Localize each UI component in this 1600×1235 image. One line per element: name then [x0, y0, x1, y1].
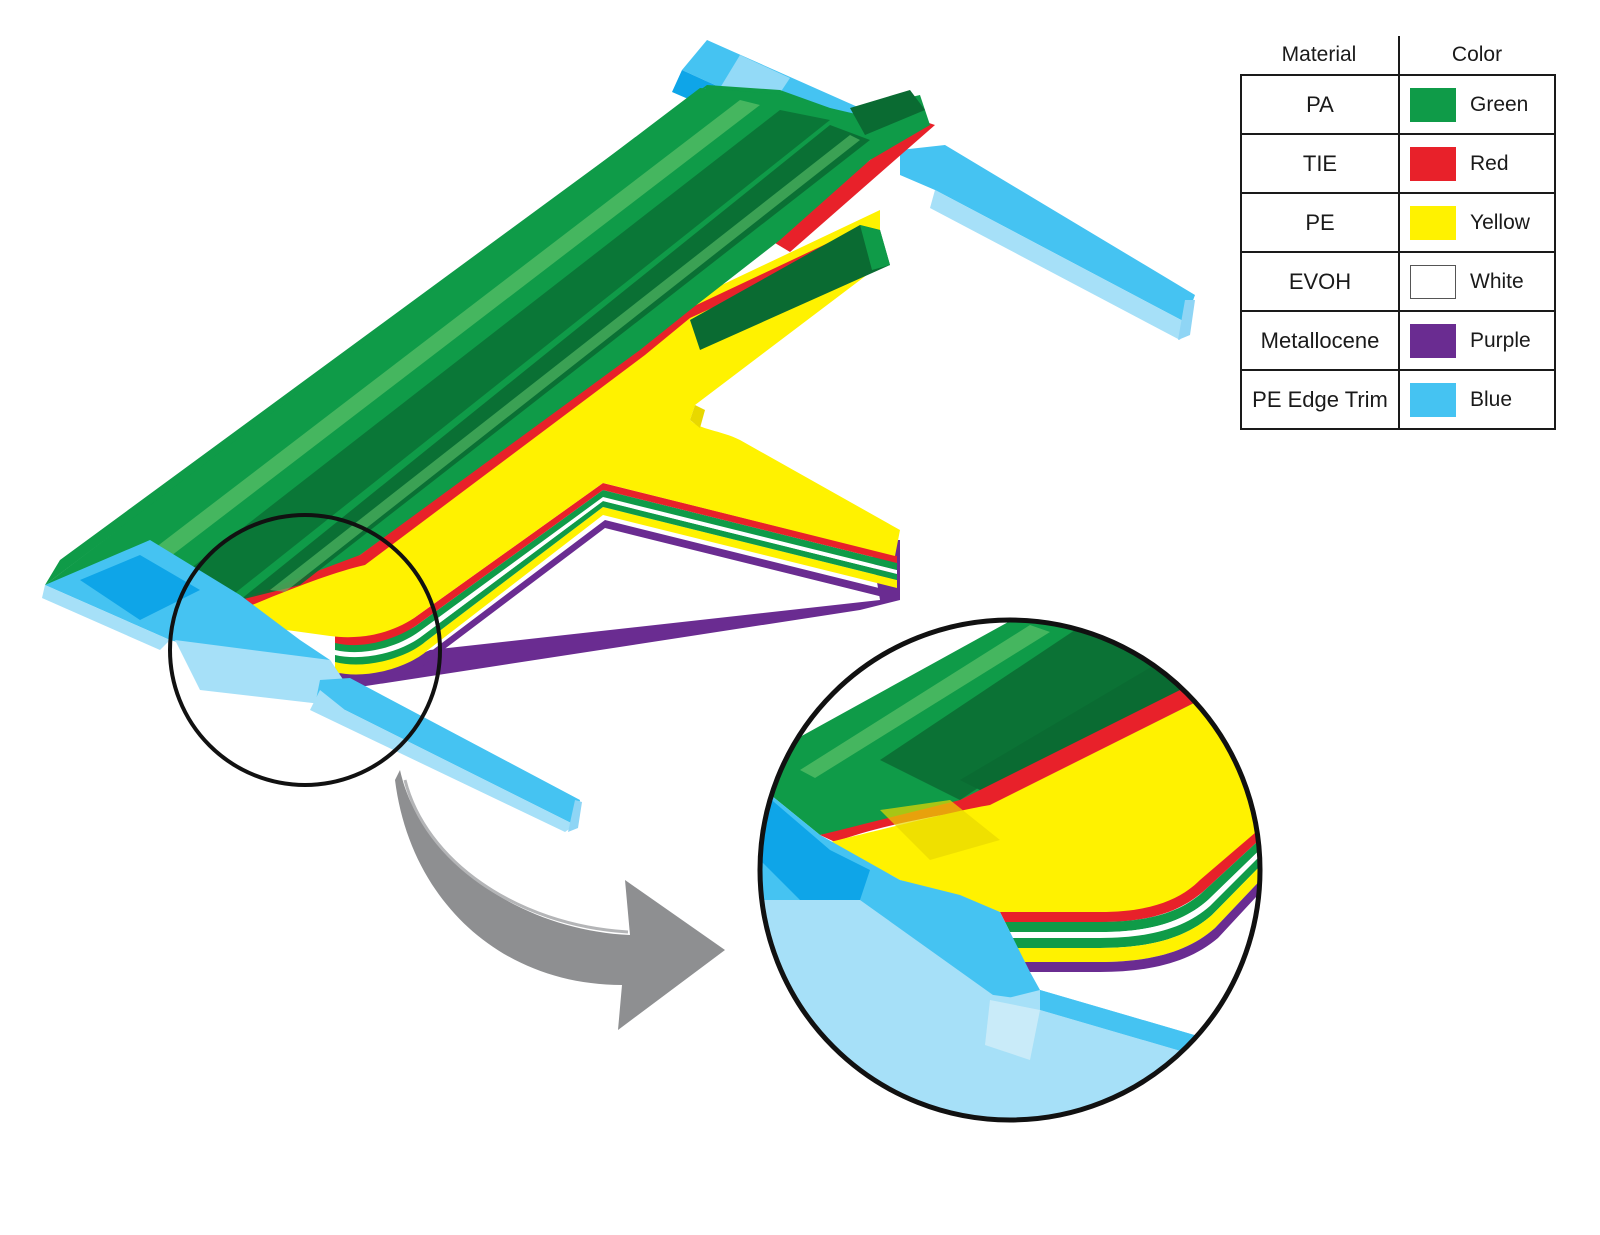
legend-material: EVOH [1242, 253, 1400, 310]
legend-row-metallocene: Metallocene Purple [1242, 310, 1554, 369]
main-assembly [42, 40, 1195, 832]
legend-swatch [1410, 323, 1456, 358]
legend: Material Color PA Green TIE Red PE Yello… [1240, 36, 1556, 430]
magnify-source-circle [168, 513, 442, 787]
legend-color-name: Yellow [1470, 210, 1530, 234]
legend-swatch [1410, 205, 1456, 240]
right-blue-arm [900, 145, 1195, 322]
legend-color-name: Blue [1470, 387, 1513, 411]
bottom-blue-arm [315, 678, 580, 825]
zoom-detail [760, 620, 1260, 1120]
legend-color-name: Red [1470, 151, 1509, 175]
legend-header-color: Color [1451, 43, 1503, 66]
legend-row-pa: PA Green [1242, 76, 1554, 133]
legend-row-pe-edge-trim: PE Edge Trim Blue [1242, 369, 1554, 428]
legend-header-divider [1398, 36, 1400, 74]
legend-material: PA [1242, 76, 1400, 133]
legend-swatch [1410, 146, 1456, 181]
legend-material: TIE [1242, 135, 1400, 192]
zoom-detail-circle [757, 617, 1263, 1123]
legend-material: PE Edge Trim [1242, 371, 1400, 428]
legend-row-pe: PE Yellow [1242, 192, 1554, 251]
legend-header: Material Color [1240, 36, 1556, 74]
legend-color-name: Purple [1470, 328, 1531, 352]
legend-row-evoh: EVOH White [1242, 251, 1554, 310]
zoom-arrow [395, 770, 725, 1030]
underlayer-purple [340, 540, 900, 690]
legend-swatch [1410, 264, 1456, 299]
legend-swatch [1410, 87, 1456, 122]
legend-row-tie: TIE Red [1242, 133, 1554, 192]
legend-header-material: Material [1281, 43, 1357, 66]
legend-table: PA Green TIE Red PE Yellow EVOH White Me… [1240, 74, 1556, 430]
legend-material: Metallocene [1242, 312, 1400, 369]
legend-material: PE [1242, 194, 1400, 251]
legend-color-name: White [1470, 269, 1524, 293]
legend-swatch [1410, 382, 1456, 417]
legend-color-name: Green [1470, 92, 1529, 116]
